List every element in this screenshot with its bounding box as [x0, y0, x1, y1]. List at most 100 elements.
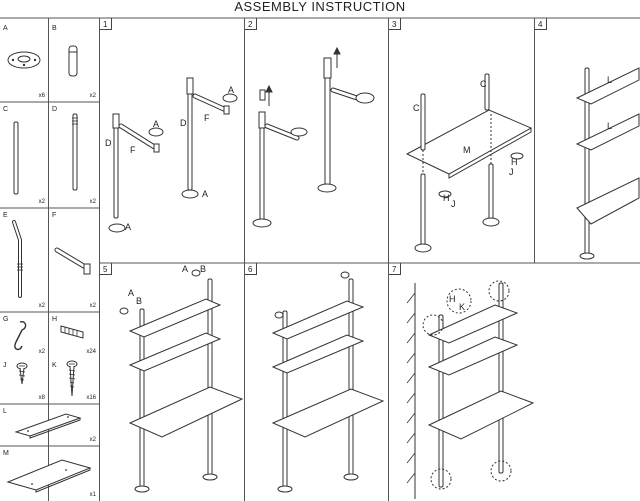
step-1-illustration	[108, 77, 238, 233]
callout-label: A	[228, 85, 235, 95]
short-nipple-icon	[68, 45, 78, 77]
callout-label: M	[463, 145, 471, 155]
callout-label: K	[459, 302, 466, 312]
step-number: 2	[248, 20, 253, 29]
callout-label: C	[413, 103, 420, 113]
long-screw-icon	[66, 360, 78, 397]
part-qty: x2	[38, 303, 45, 309]
grid-lines	[0, 17, 640, 501]
step-3-panel: 3 C C M H J H J	[389, 18, 534, 263]
step-number-box	[535, 18, 547, 30]
part-B: B x2	[49, 18, 99, 102]
callout-label: A	[202, 189, 209, 199]
instruction-sheet: A x6 B x2 C x2 D x2 E	[0, 17, 640, 501]
callout-label: L	[607, 75, 613, 85]
step-number: 7	[392, 265, 397, 274]
part-qty: x2	[89, 93, 96, 99]
step-number-box	[389, 263, 401, 275]
part-G: G x2	[0, 312, 48, 358]
part-letter: L	[3, 408, 7, 415]
part-A: A x6	[0, 18, 48, 102]
step-number-box	[100, 263, 112, 275]
part-letter: B	[52, 25, 57, 32]
large-shelf-icon	[6, 459, 92, 493]
callout-label: L	[607, 121, 613, 131]
part-letter: H	[52, 316, 58, 323]
callout-label: J	[509, 167, 514, 177]
part-F: F x2	[49, 208, 99, 312]
step-2-panel: 2	[245, 18, 388, 263]
step-number: 4	[538, 20, 543, 29]
part-qty: x2	[38, 199, 45, 205]
step-2-illustration	[252, 46, 375, 228]
part-qty: x2	[89, 303, 96, 309]
step-7-illustration	[406, 280, 535, 499]
step-1-panel: 1 D F A	[100, 18, 244, 263]
callout-label: H	[511, 157, 518, 167]
part-letter: D	[52, 106, 58, 113]
threaded-pipe-icon	[72, 113, 78, 191]
part-letter: F	[52, 212, 57, 219]
part-letter: C	[3, 106, 9, 113]
part-letter: J	[3, 362, 7, 369]
part-M: M x1	[0, 446, 99, 501]
elbow-pipe-icon	[54, 247, 91, 275]
part-letter: E	[3, 212, 8, 219]
callout-label: D	[180, 118, 187, 128]
part-L: L x2	[0, 404, 99, 446]
step-7-panel: 7	[389, 263, 535, 501]
callout-label: H	[449, 294, 456, 304]
part-K: K x16	[49, 358, 99, 404]
short-screw-icon	[16, 362, 28, 385]
part-qty: x2	[89, 199, 96, 205]
part-letter: G	[3, 316, 9, 323]
callout-label: F	[204, 113, 210, 123]
s-hook-icon	[14, 320, 27, 351]
callout-label: C	[480, 79, 487, 89]
empty-panel	[535, 263, 640, 501]
step-number: 5	[103, 265, 108, 274]
wall-anchor-icon	[60, 325, 84, 339]
callout-label: B	[200, 264, 207, 274]
callout-label: B	[136, 296, 143, 306]
callout-label: A	[125, 222, 132, 232]
part-qty: x2	[38, 349, 45, 355]
small-shelf-icon	[14, 413, 82, 439]
part-letter: M	[3, 450, 9, 457]
part-E: E x2	[0, 208, 48, 312]
step-5-panel: 5 A B A B	[100, 263, 244, 501]
part-qty: x6	[38, 93, 45, 99]
part-C: C x2	[0, 102, 48, 208]
part-letter: K	[52, 362, 57, 369]
step-6-panel: 6	[245, 263, 388, 501]
step-5-illustration	[119, 269, 244, 493]
step-3-illustration	[405, 73, 533, 253]
step-number: 3	[392, 20, 397, 29]
part-letter: A	[3, 25, 8, 32]
part-qty: x24	[86, 349, 96, 355]
callout-label: A	[128, 288, 135, 298]
step-number-box	[245, 18, 257, 30]
floor-flange-icon	[7, 51, 41, 69]
part-qty: x16	[86, 395, 96, 401]
step-number-box	[245, 263, 257, 275]
step-number-box	[389, 18, 401, 30]
step-number-box	[100, 18, 112, 30]
callout-label: H	[443, 193, 450, 203]
part-qty: x1	[89, 492, 96, 498]
bent-pipe-icon	[12, 220, 23, 298]
step-4-illustration	[575, 67, 640, 260]
part-qty: x8	[38, 395, 45, 401]
callout-label: F	[130, 145, 136, 155]
page-title: ASSEMBLY INSTRUCTION	[234, 0, 406, 14]
callout-label: A	[153, 119, 160, 129]
callout-label: J	[451, 199, 456, 209]
step-6-illustration	[271, 271, 385, 493]
part-J: J x8	[0, 358, 48, 404]
step-4-panel: 4 L L	[535, 18, 640, 263]
part-H: H x24	[49, 312, 99, 358]
callout-label: D	[105, 138, 112, 148]
part-qty: x2	[89, 437, 96, 443]
step-number: 6	[248, 265, 253, 274]
long-pipe-icon	[13, 121, 19, 195]
